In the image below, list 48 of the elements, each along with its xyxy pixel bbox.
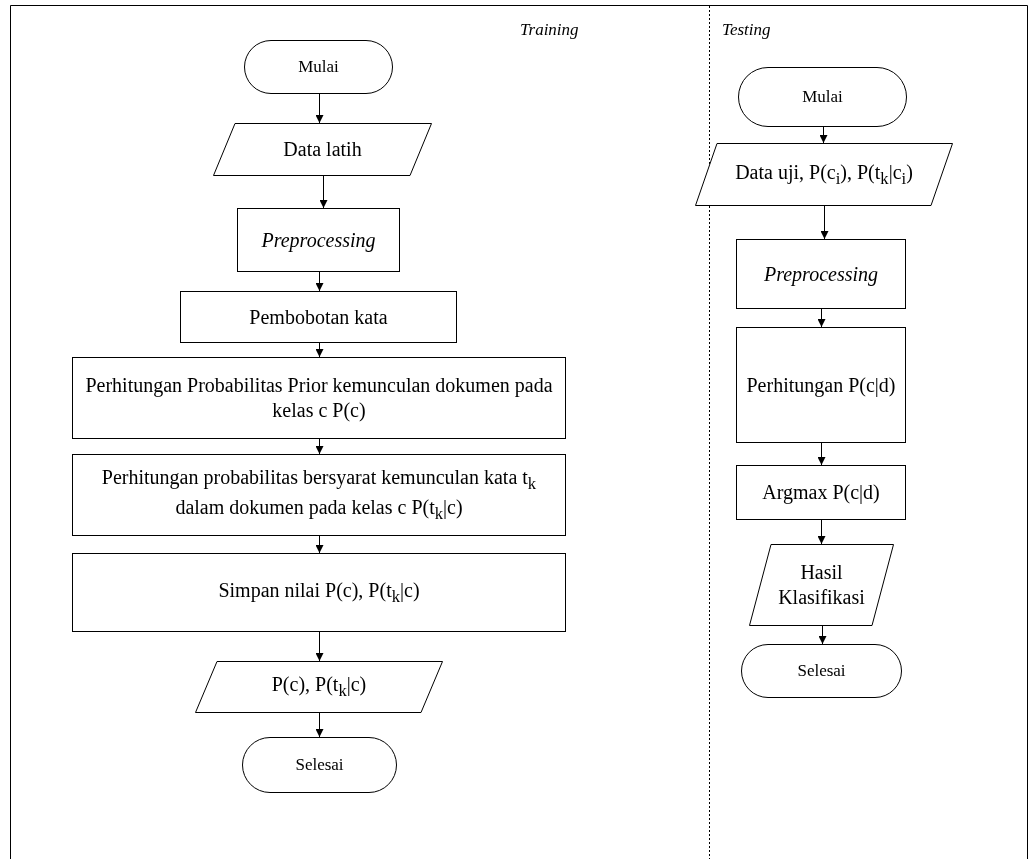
node-text: Mulai xyxy=(298,56,339,78)
node-text: Selesai xyxy=(295,754,344,776)
process-box xyxy=(736,465,906,520)
arrow xyxy=(819,126,828,144)
arrow xyxy=(817,308,826,328)
data-parallelogram xyxy=(695,143,953,206)
node-text: Perhitungan probabilitas bersyarat kemunculan kata t$_{k}$ dalam dokumen pada kelas c P(t$_{k}$|c) xyxy=(100,465,538,525)
process-box xyxy=(72,553,566,632)
arrow xyxy=(319,175,328,209)
node-text: P(c), P(t$_{k}$|c) xyxy=(271,672,367,702)
node-text: Preprocessing xyxy=(261,227,376,253)
terminator xyxy=(741,644,902,698)
terminator xyxy=(738,67,907,127)
arrow xyxy=(315,631,324,662)
process-box xyxy=(180,291,457,343)
data-parallelogram xyxy=(213,123,432,176)
node-text: Hasil Klasifikasi xyxy=(777,560,866,610)
terminator xyxy=(242,737,397,793)
node-text: Mulai xyxy=(802,86,843,108)
node-text: Data uji, P(c$_{i}$), P(t$_{k}$|c$_{i}$) xyxy=(735,159,913,190)
arrow xyxy=(820,205,829,240)
arrow xyxy=(315,438,324,455)
process-box xyxy=(72,454,566,536)
data-parallelogram xyxy=(749,544,894,626)
data-parallelogram xyxy=(195,661,443,713)
arrow xyxy=(818,625,827,645)
arrow xyxy=(315,271,324,292)
node-text: Preprocessing xyxy=(763,261,879,287)
process-box xyxy=(72,357,566,439)
node-text: Perhitungan Probabilitas Prior kemunculan dokumen pada kelas c P(c) xyxy=(84,373,554,423)
process-box xyxy=(237,208,400,272)
panel-title: Testing xyxy=(722,20,771,40)
arrow xyxy=(315,93,324,124)
arrow xyxy=(315,342,324,358)
node-text: Selesai xyxy=(797,660,846,682)
node-text: Data latih xyxy=(283,137,362,162)
process-box xyxy=(736,239,906,309)
node-text: Perhitungan P(c|d) xyxy=(746,372,896,398)
node-text: Simpan nilai P(c), P(t$_{k}$|c) xyxy=(218,577,420,608)
arrow xyxy=(315,712,324,738)
node-text: Pembobotan kata xyxy=(249,304,388,330)
arrow xyxy=(315,535,324,554)
arrow xyxy=(817,442,826,466)
process-box xyxy=(736,327,906,443)
panel-title: Training xyxy=(520,20,579,40)
arrow xyxy=(817,519,826,545)
terminator xyxy=(244,40,393,94)
node-text: Argmax P(c|d) xyxy=(762,480,880,505)
